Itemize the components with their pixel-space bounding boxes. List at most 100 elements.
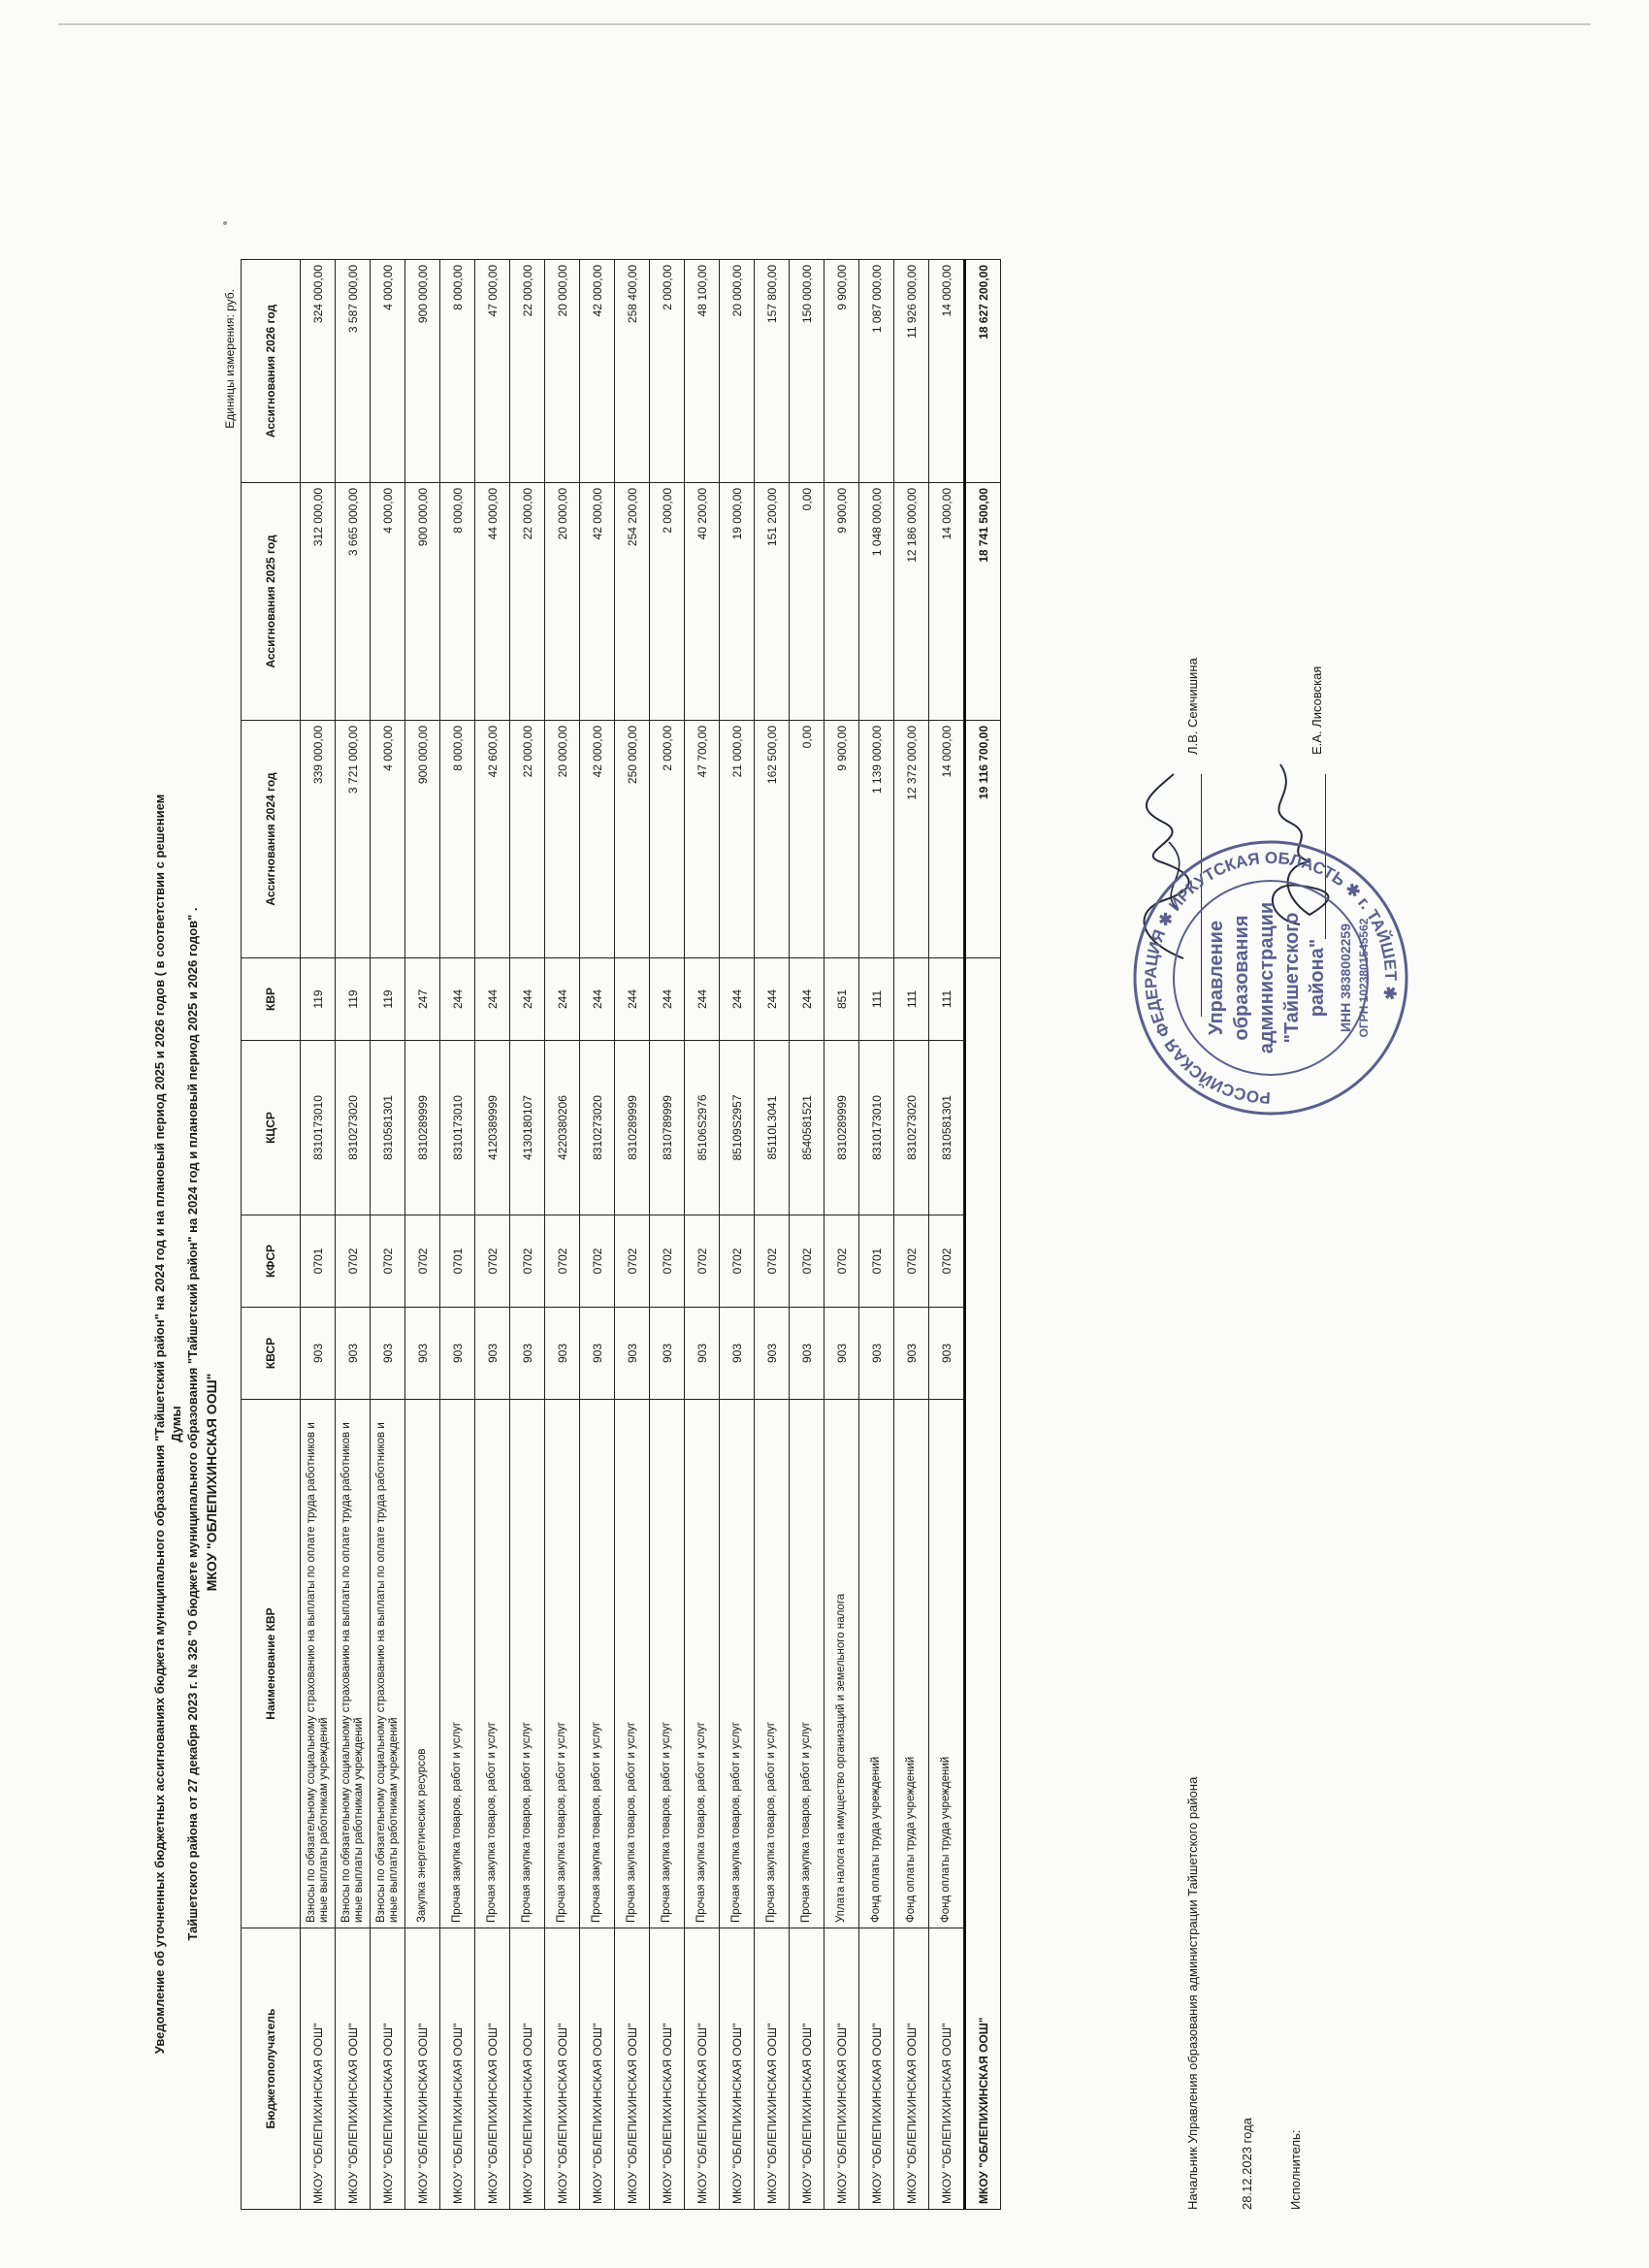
cell-recipient: МКОУ "ОБЛЕПИХИНСКАЯ ООШ" [858, 1928, 894, 2210]
cell-kvsr: 903 [335, 1307, 371, 1400]
cell-kvr-name: Прочая закупка товаров, работ и услуг [719, 1399, 755, 1928]
cell-2026: 157 800,00 [754, 259, 790, 483]
cell-kfsr: 0702 [509, 1215, 545, 1308]
cell-2025: 42 000,00 [579, 482, 615, 721]
scan-top-edge [58, 23, 1591, 25]
stamp-ogrn: ОГРН 1023801545562 [1357, 918, 1371, 1037]
cell-kcsr: 8310273020 [579, 1040, 615, 1215]
cell-kfsr: 0702 [928, 1215, 965, 1308]
cell-kvsr: 903 [649, 1307, 685, 1400]
cell-kvr-name: Прочая закупка товаров, работ и услуг [649, 1399, 685, 1928]
cell-kvsr: 903 [789, 1307, 824, 1400]
cell-2024: 4 000,00 [370, 720, 405, 958]
cell-kcsr: 8310273020 [893, 1040, 929, 1215]
table-row: МКОУ "ОБЛЕПИХИНСКАЯ ООШ"Прочая закупка т… [649, 259, 685, 2210]
stamp-inn: ИНН 3838002259 [1338, 923, 1353, 1032]
cell-2026: 2 000,00 [649, 259, 685, 483]
cell-kvr-name: Прочая закупка товаров, работ и услуг [544, 1399, 580, 1928]
cell-kvsr: 903 [719, 1307, 755, 1400]
cell-kvr-name: Фонд оплаты труда учреждений [928, 1399, 965, 1928]
cell-2024: 0,00 [789, 720, 824, 958]
document-title: Уведомление об уточненных бюджетных асси… [151, 794, 201, 2055]
cell-kfsr: 0702 [824, 1215, 859, 1308]
cell-2026: 47 000,00 [474, 259, 510, 483]
cell-2024: 900 000,00 [404, 720, 440, 958]
cell-kvr: 244 [509, 957, 545, 1041]
cell-kfsr: 0701 [439, 1215, 475, 1308]
table-row: МКОУ "ОБЛЕПИХИНСКАЯ ООШ"Прочая закупка т… [614, 259, 650, 2210]
cell-2025: 22 000,00 [509, 482, 545, 721]
cell-kvr-name: Прочая закупка товаров, работ и услуг [789, 1399, 824, 1928]
cell-kvr: 119 [370, 957, 405, 1041]
stamp-inner-line-1: Управление [1206, 921, 1227, 1035]
cell-kcsr: 8310289999 [614, 1040, 650, 1215]
cell-kvsr: 903 [439, 1307, 475, 1400]
cell-kvsr: 903 [928, 1307, 965, 1400]
table-row: МКОУ "ОБЛЕПИХИНСКАЯ ООШ"Взносы по обязат… [335, 259, 371, 2210]
executor-name: Е.А. Лисовская [1310, 665, 1324, 755]
cell-kvr-name: Прочая закупка товаров, работ и услуг [509, 1399, 545, 1928]
cell-kvr-name: Прочая закупка товаров, работ и услуг [579, 1399, 615, 1928]
table-body: МКОУ "ОБЛЕПИХИНСКАЯ ООШ"Взносы по обязат… [300, 259, 1001, 2210]
header-2024: Ассигнования 2024 год [241, 720, 301, 958]
cell-2026: 900 000,00 [404, 259, 440, 483]
cell-kvr: 244 [684, 957, 720, 1041]
table-row: МКОУ "ОБЛЕПИХИНСКАЯ ООШ"Фонд оплаты труд… [858, 259, 894, 2210]
cell-recipient: МКОУ "ОБЛЕПИХИНСКАЯ ООШ" [789, 1928, 824, 2210]
executor-signature [1271, 763, 1330, 925]
cell-2024: 14 000,00 [928, 720, 965, 958]
cell-kvr: 244 [719, 957, 755, 1041]
table-row: МКОУ "ОБЛЕПИХИНСКАЯ ООШ"Прочая закупка т… [579, 259, 615, 2210]
cell-2025: 44 000,00 [474, 482, 510, 721]
cell-2026: 22 000,00 [509, 259, 545, 483]
cell-recipient: МКОУ "ОБЛЕПИХИНСКАЯ ООШ" [509, 1928, 545, 2210]
stamp-inner-line-3: администрации [1256, 902, 1277, 1053]
cell-kvr-name: Прочая закупка товаров, работ и услуг [614, 1399, 650, 1928]
cell-recipient: МКОУ "ОБЛЕПИХИНСКАЯ ООШ" [300, 1928, 336, 2210]
cell-kcsr: 8310789999 [649, 1040, 685, 1215]
cell-kfsr: 0702 [614, 1215, 650, 1308]
header-kvr: КВР [241, 957, 301, 1041]
table-row: МКОУ "ОБЛЕПИХИНСКАЯ ООШ"Взносы по обязат… [300, 259, 336, 2210]
cell-kvr-name: Прочая закупка товаров, работ и услуг [684, 1399, 720, 1928]
stamp-inner-line-2: образования [1231, 915, 1252, 1040]
cell-kvr-name: Прочая закупка товаров, работ и услуг [754, 1399, 790, 1928]
cell-2024: 47 700,00 [684, 720, 720, 958]
cell-kvr: 247 [404, 957, 440, 1041]
total-2024: 19 116 700,00 [964, 720, 1001, 958]
cell-kvr: 119 [335, 957, 371, 1041]
institution-heading: МКОУ "ОБЛЕПИХИНСКАЯ ООШ" [204, 1373, 219, 1592]
cell-kcsr: 8310173010 [300, 1040, 336, 1215]
cell-kvr: 119 [300, 957, 336, 1041]
table-row: МКОУ "ОБЛЕПИХИНСКАЯ ООШ"Прочая закупка т… [684, 259, 720, 2210]
cell-2026: 150 000,00 [789, 259, 824, 483]
cell-kcsr: 4130180107 [509, 1040, 545, 1215]
cell-2025: 254 200,00 [614, 482, 650, 721]
cell-kvsr: 903 [824, 1307, 859, 1400]
cell-recipient: МКОУ "ОБЛЕПИХИНСКАЯ ООШ" [404, 1928, 440, 2210]
cell-2024: 9 900,00 [824, 720, 859, 958]
cell-2026: 9 900,00 [824, 259, 859, 483]
cell-2025: 4 000,00 [370, 482, 405, 721]
cell-2026: 42 000,00 [579, 259, 615, 483]
cell-kcsr: 85110L3041 [754, 1040, 790, 1215]
table-row: МКОУ "ОБЛЕПИХИНСКАЯ ООШ"Прочая закупка т… [544, 259, 580, 2210]
cell-kvsr: 903 [754, 1307, 790, 1400]
cell-kcsr: 85106S2976 [684, 1040, 720, 1215]
cell-2025: 19 000,00 [719, 482, 755, 721]
table-row: МКОУ "ОБЛЕПИХИНСКАЯ ООШ"Взносы по обязат… [370, 259, 405, 2210]
cell-kvsr: 903 [893, 1307, 929, 1400]
cell-recipient: МКОУ "ОБЛЕПИХИНСКАЯ ООШ" [754, 1928, 790, 2210]
cell-2026: 11 926 000,00 [893, 259, 929, 483]
cell-recipient: МКОУ "ОБЛЕПИХИНСКАЯ ООШ" [928, 1928, 965, 2210]
cell-kfsr: 0702 [893, 1215, 929, 1308]
cell-kcsr: 85109S2957 [719, 1040, 755, 1215]
cell-kvr: 111 [928, 957, 965, 1041]
table-row: МКОУ "ОБЛЕПИХИНСКАЯ ООШ"Прочая закупка т… [474, 259, 510, 2210]
cell-2026: 324 000,00 [300, 259, 336, 483]
cell-kvr: 244 [544, 957, 580, 1041]
cell-kvsr: 903 [579, 1307, 615, 1400]
head-position: Начальник Управления образования админис… [1185, 1776, 1200, 2210]
cell-kcsr: 8310173010 [858, 1040, 894, 1215]
